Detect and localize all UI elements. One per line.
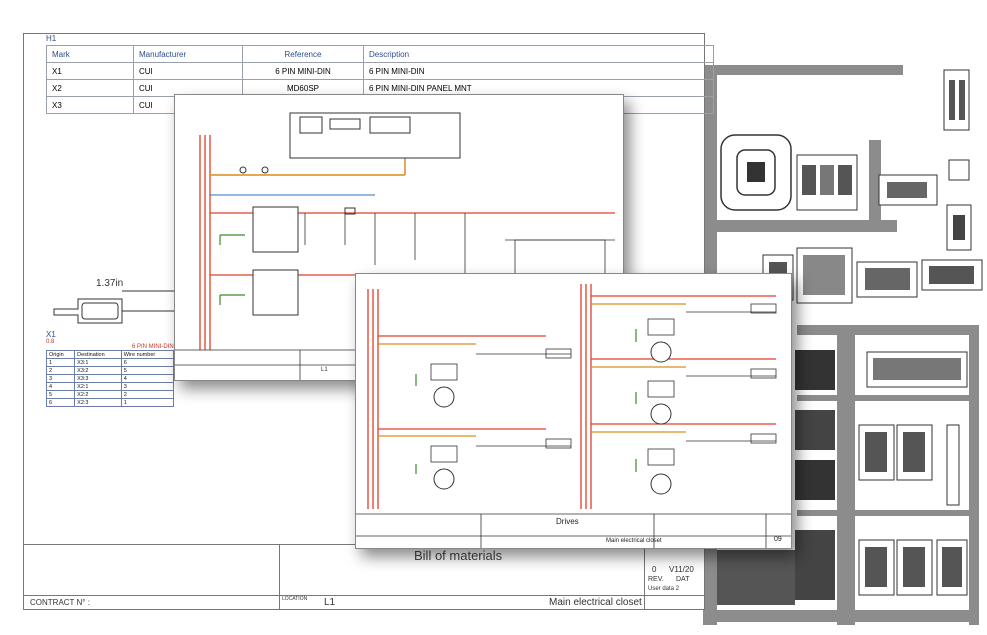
rev-value: 0 xyxy=(652,565,657,574)
bom-header-row: Mark Manufacturer Reference Description xyxy=(46,45,714,63)
drives-title: Drives xyxy=(556,517,579,526)
drives-page-number: 09 xyxy=(774,536,782,543)
bom-corner-label: H1 xyxy=(46,34,57,43)
panel-layout-sheet xyxy=(697,30,987,630)
cable-connector-mark: X1 xyxy=(46,330,56,339)
panel-layout-drawing xyxy=(703,65,983,625)
bom-title: Bill of materials xyxy=(414,548,503,563)
location-value: L1 xyxy=(324,597,336,608)
drives-drawing xyxy=(356,284,791,548)
rev-label: REV. xyxy=(648,576,664,583)
bom-row: X1 CUI 6 PIN MINI-DIN 6 PIN MINI-DIN xyxy=(46,62,714,80)
bom-col-mark: Mark xyxy=(46,45,134,63)
contract-label: CONTRACT N° : xyxy=(30,598,90,607)
bom-col-description: Description xyxy=(363,45,714,63)
user-data-label: User data 2 xyxy=(648,586,680,592)
date-value: V11/20 xyxy=(669,565,694,574)
wire-table-header: Origin Destination Wire number xyxy=(45,350,175,359)
closet-label: Main electrical closet xyxy=(549,597,642,608)
bom-col-manufacturer: Manufacturer xyxy=(133,45,243,63)
drives-subtitle: Main electrical closet xyxy=(606,538,662,544)
location-label: LOCATION xyxy=(282,596,308,602)
cable-connector-sub: 0.8 xyxy=(46,339,55,345)
date-label: DAT xyxy=(676,576,690,583)
drives-sheet: Drives Main electrical closet 09 xyxy=(355,273,792,549)
schematic-location-value: L1 xyxy=(321,367,328,373)
cable-connector-ref: 6 PIN MINI-DIN xyxy=(132,344,174,350)
cable-length-label: 1.37in xyxy=(96,278,124,289)
bom-title-block: Bill of materials CONTRACT N° : LOCATION… xyxy=(24,544,704,610)
bom-col-reference: Reference xyxy=(242,45,364,63)
